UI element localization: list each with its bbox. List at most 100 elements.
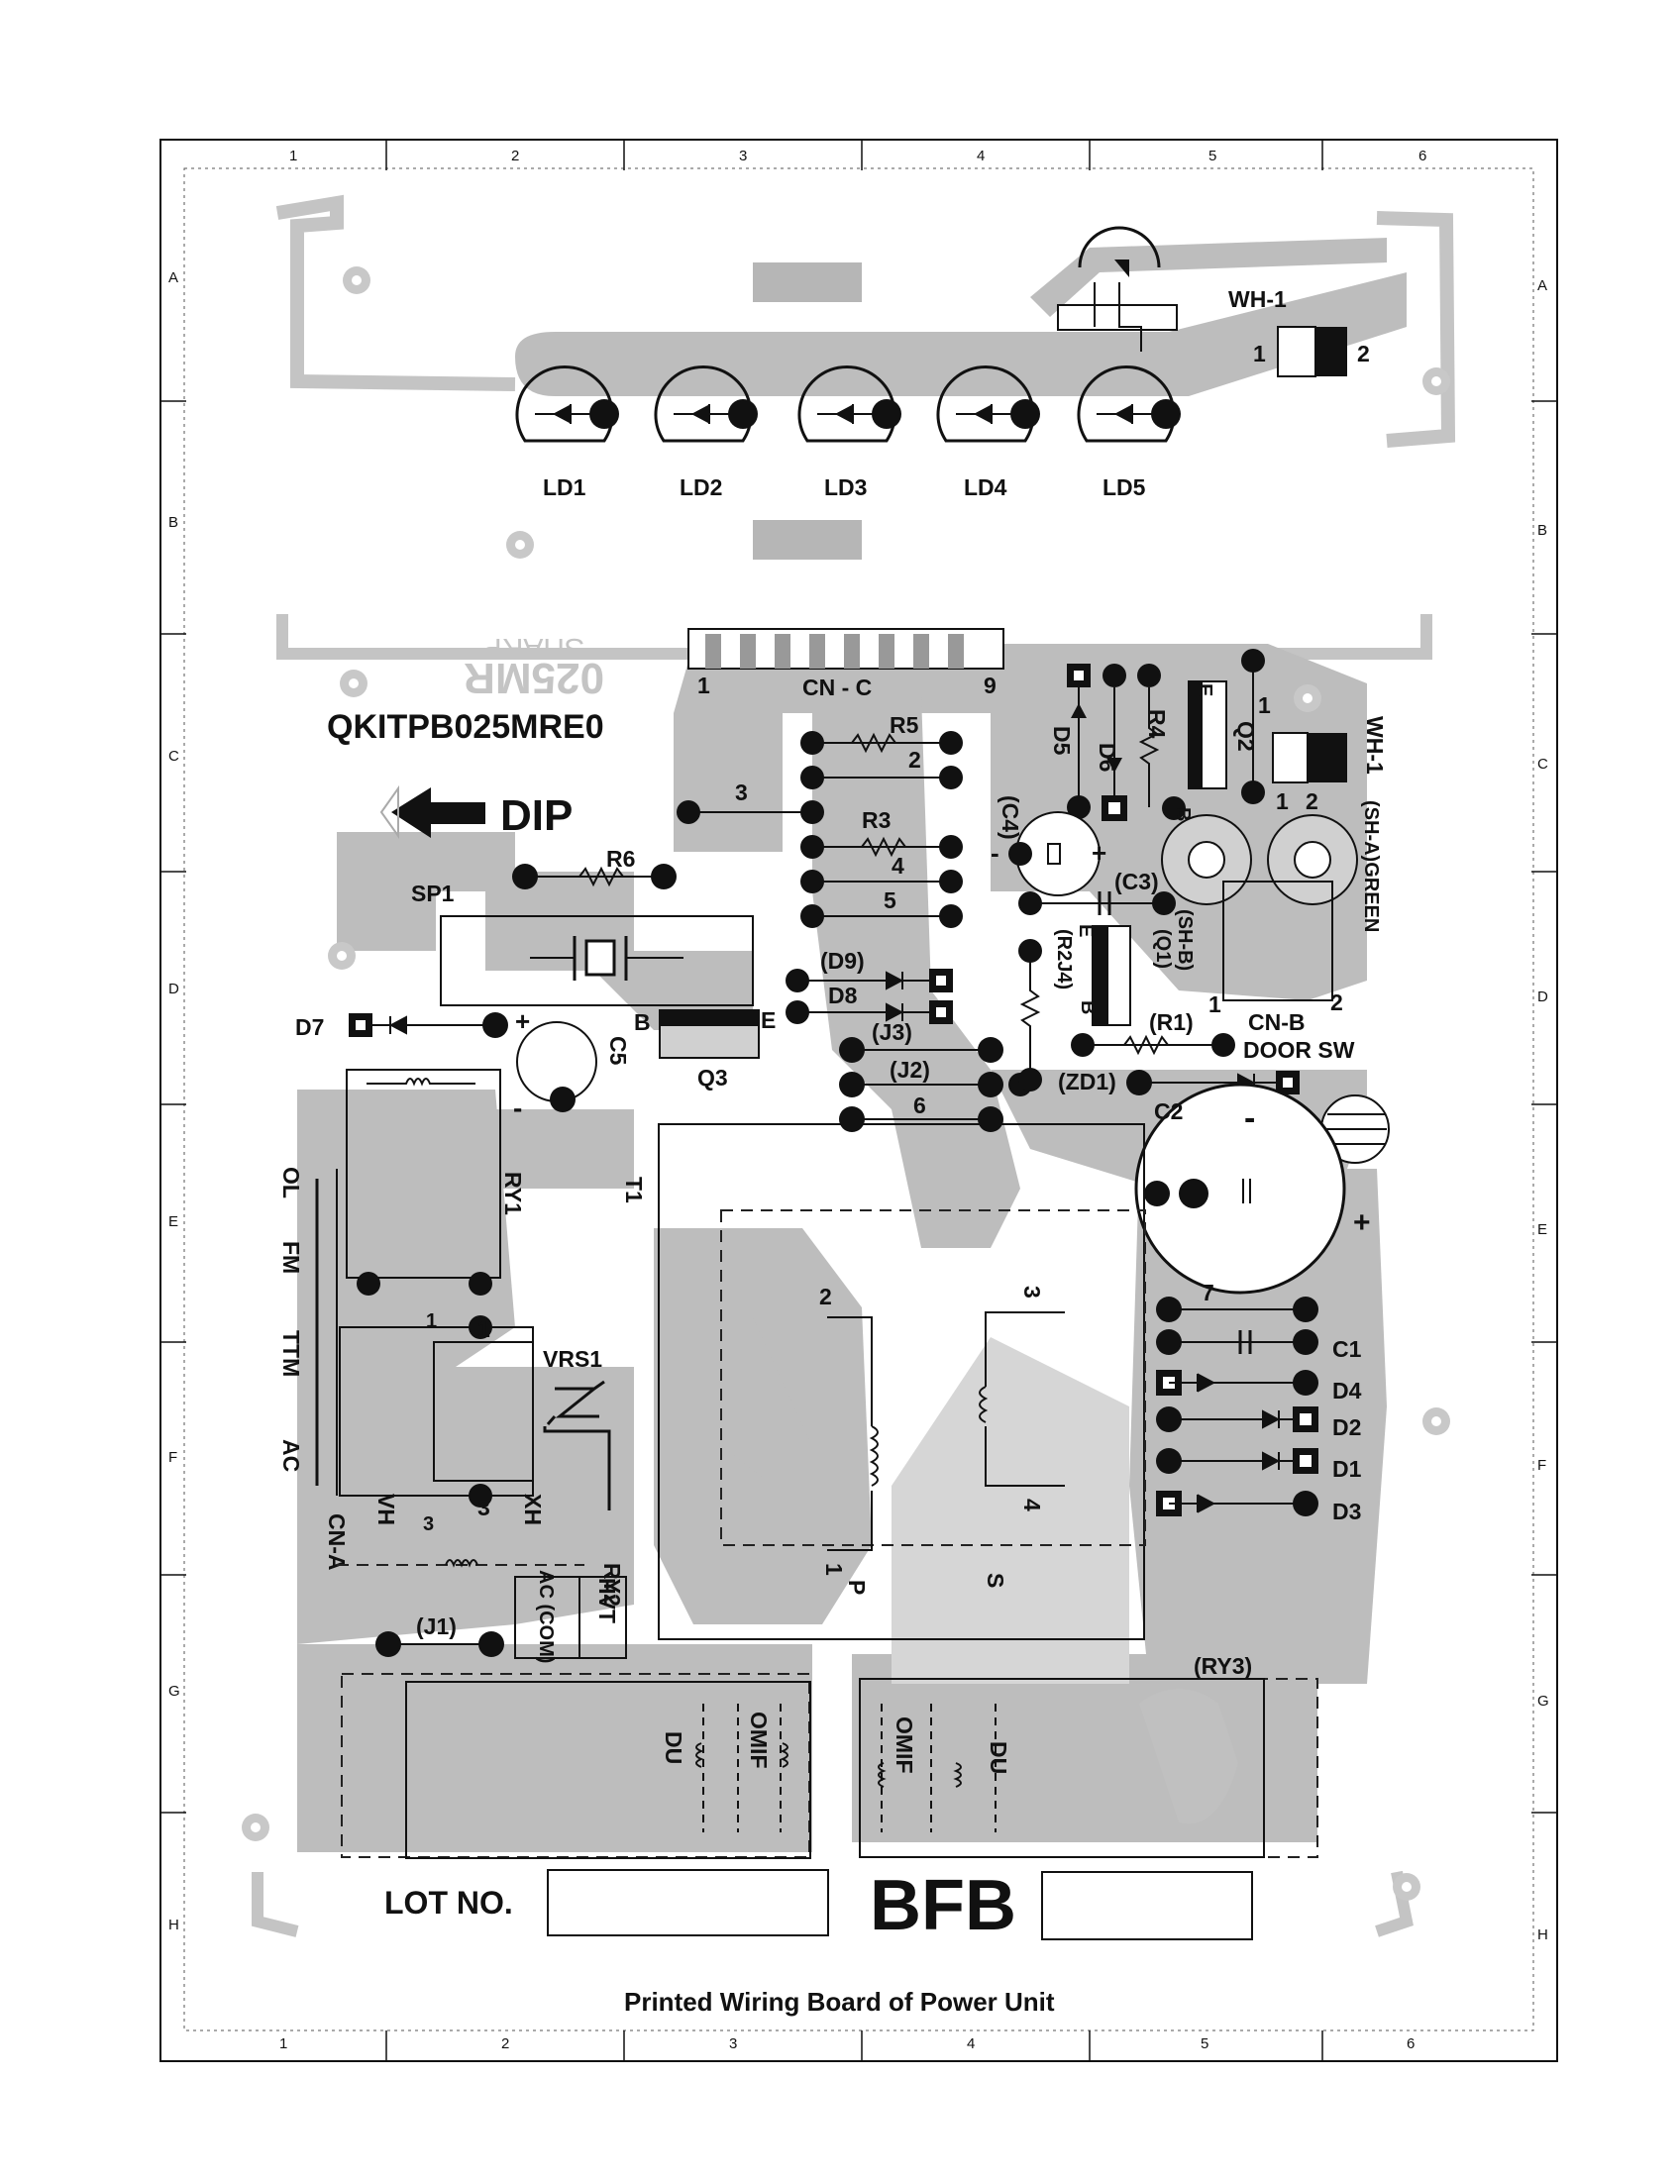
col-label: 5: [1208, 148, 1216, 164]
sp1-buzzer: [440, 915, 754, 1006]
q1-transistor: [1018, 925, 1131, 1092]
led-ld5: [1077, 364, 1181, 443]
d4-label: D4: [1332, 1378, 1362, 1404]
rectifier-column: [1156, 1297, 1318, 1516]
row-label: A: [1537, 277, 1547, 294]
col-label: 6: [1418, 148, 1426, 164]
row-label: H: [1537, 1926, 1548, 1943]
column-labels-bottom: 1 2 3 4 5 6: [279, 2035, 1415, 2052]
sp1-label: SP1: [411, 881, 455, 906]
wh1-top-pin1: 1: [1253, 341, 1266, 366]
pin-4-label: 4: [892, 853, 904, 879]
model-mark: BFB: [870, 1866, 1016, 1945]
grid-ticks: [160, 140, 1557, 2061]
col-label: 3: [739, 148, 747, 164]
q1-label: (Q1): [1152, 929, 1174, 969]
lot-no-box: [547, 1869, 829, 1936]
wh1-side-connector: [1272, 732, 1347, 783]
col-label: 1: [289, 148, 297, 164]
row-label: E: [168, 1213, 178, 1230]
diodes-d9-d8: [786, 969, 953, 1024]
wh1-top-pin2: 2: [1357, 341, 1370, 366]
row-label: E: [1537, 1221, 1547, 1238]
t1-s4: 4: [1019, 1499, 1045, 1511]
inner-frame: [183, 167, 1534, 2031]
r6-resistor: [512, 864, 677, 889]
lot-no-label: LOT NO.: [384, 1885, 513, 1921]
pin-5-label: 5: [884, 887, 896, 913]
row-label: A: [168, 269, 178, 286]
jumpers-j3-j2: [839, 1037, 1032, 1132]
svg-text:+: +: [1092, 838, 1106, 868]
wh1-side-pin2: 2: [1306, 788, 1318, 814]
j3-label: (J3): [872, 1019, 912, 1045]
wh1-side-pin1: 1: [1276, 788, 1289, 814]
relay-block-right: [859, 1678, 1318, 1858]
ry2-coil: [445, 1559, 478, 1568]
zd1-label: (ZD1): [1058, 1069, 1116, 1094]
r6-label: R6: [606, 846, 635, 872]
c2-capacitor: - +: [1134, 1083, 1371, 1295]
vrs1-label: VRS1: [543, 1346, 602, 1372]
cn-c-pin-first: 1: [697, 673, 710, 698]
svg-text:+: +: [1353, 1206, 1371, 1239]
col-label: 3: [729, 2035, 737, 2052]
column-labels-top: 1 2 3 4 5 6: [289, 148, 1426, 164]
row-label: D: [168, 981, 179, 997]
row-label: B: [1537, 522, 1547, 539]
row-label: C: [168, 748, 179, 765]
mounting-holes: [242, 266, 1450, 1901]
q2-b-label: B: [1172, 807, 1194, 821]
r1-resistor: [1071, 1033, 1235, 1057]
svg-text:-: -: [1244, 1099, 1255, 1137]
t1-s-label: S: [983, 1573, 1008, 1588]
r3-label: R3: [862, 807, 891, 833]
col-label: 1: [279, 2035, 287, 2052]
q3-b-label: B: [634, 1009, 651, 1035]
wh1-top-connector: [1277, 326, 1347, 377]
t1-p2: 2: [819, 1284, 832, 1309]
c4-label: (C4): [998, 795, 1023, 840]
led-ld1: [515, 364, 619, 443]
dip-arrow-icon: [379, 784, 485, 840]
led-row: [515, 364, 1181, 443]
ry1-relay: [315, 1069, 611, 1510]
cna-pin1: 1: [426, 1310, 437, 1332]
cn-c-label: CN - C: [802, 675, 872, 700]
row-label: F: [168, 1449, 177, 1466]
wh1-side-label: WH-1: [1362, 716, 1388, 775]
led-label: LD5: [1102, 474, 1146, 500]
t1-transformer: [658, 1123, 1146, 1640]
page-frame: [159, 139, 1558, 2062]
silk-brand: SHARP: [482, 632, 584, 665]
r5-label: R5: [890, 712, 919, 738]
omif-left-label: OMIF: [746, 1712, 772, 1769]
led-ld4: [936, 364, 1040, 443]
silk-code: 025MR: [464, 654, 604, 702]
t1-p1: 1: [821, 1563, 847, 1576]
ry2-label: RY2: [599, 1563, 625, 1607]
row-label: G: [168, 1683, 180, 1700]
direction-label: DIP: [500, 791, 573, 840]
du-right-label: DU: [986, 1741, 1011, 1774]
q3-e-label: E: [761, 1007, 776, 1033]
ry1-label: RY1: [500, 1172, 526, 1215]
col-label: 4: [967, 2035, 975, 2052]
d9-label: (D9): [820, 948, 865, 974]
j1-jumper: [375, 1631, 504, 1657]
wh1-side-pin1-top: 1: [1258, 692, 1271, 718]
wh1-top-label: WH-1: [1228, 286, 1287, 312]
d2-label: D2: [1332, 1414, 1361, 1440]
row-labels-right: A B C D E F G H: [1537, 277, 1549, 1943]
pin-6-label: 6: [913, 1092, 926, 1118]
cna-pin3: 3: [423, 1513, 434, 1535]
board-outline-top: [275, 194, 1456, 448]
t1-s3: 3: [1019, 1286, 1045, 1299]
vh-label: VH: [373, 1494, 399, 1525]
q3-label: Q3: [697, 1065, 728, 1091]
col-label: 6: [1407, 2035, 1415, 2052]
ol-label: OL: [278, 1167, 304, 1198]
q2-e-label: E: [1194, 683, 1215, 696]
q1-e-label: E: [1075, 924, 1097, 937]
